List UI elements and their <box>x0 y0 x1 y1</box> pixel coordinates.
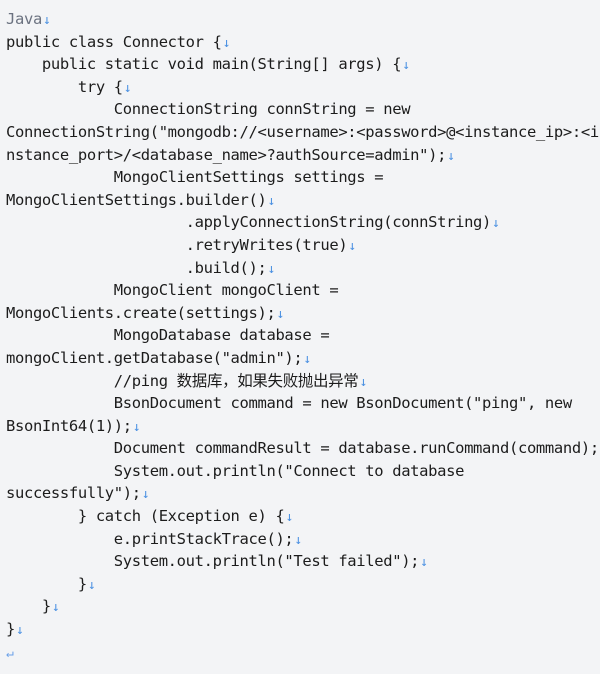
code-line-text: ConnectionString("mongodb://<username>:<… <box>6 122 599 141</box>
code-line: //ping 数据库，如果失败抛出异常↓ <box>6 370 594 393</box>
code-line: .applyConnectionString(connString)↓ <box>6 211 594 234</box>
code-line: }↓ <box>6 595 594 618</box>
line-break-icon: ↓ <box>294 532 302 548</box>
code-line-text: mongoClient.getDatabase("admin"); <box>6 348 303 367</box>
code-line-text: } <box>6 574 87 593</box>
code-line-text: } <box>6 597 51 616</box>
code-line-text: ConnectionString connString = new <box>6 100 411 119</box>
code-line: MongoClientSettings.builder()↓ <box>6 189 594 212</box>
code-line-text: MongoClientSettings.builder() <box>6 190 267 209</box>
line-break-icon: ↓ <box>15 623 24 639</box>
code-line: }↓ <box>6 618 594 641</box>
line-break-icon: ↓ <box>267 261 275 277</box>
code-line: }↓ <box>6 573 594 596</box>
code-line-text: nstance_port>/<database_name>?authSource… <box>6 145 447 164</box>
code-line: .build();↓ <box>6 257 594 280</box>
code-line: System.out.println("Test failed");↓ <box>6 550 594 573</box>
code-line-text: BsonDocument command = new BsonDocument(… <box>6 394 572 413</box>
code-line: mongoClient.getDatabase("admin");↓ <box>6 347 594 370</box>
line-break-icon: ↓ <box>87 577 96 593</box>
code-line-text: System.out.println("Connect to database <box>6 461 465 480</box>
code-line-text: .retryWrites(true) <box>6 235 348 254</box>
code-line: .retryWrites(true)↓ <box>6 234 594 257</box>
code-line-text: MongoClient mongoClient = <box>6 281 339 300</box>
code-line-text: public static void main(String[] args) { <box>6 55 402 74</box>
code-line: MongoDatabase database = <box>6 324 594 347</box>
language-label: Java↓ <box>6 8 594 31</box>
code-line: System.out.println("Connect to database <box>6 460 594 483</box>
code-lines: public class Connector {↓ public static … <box>6 31 600 641</box>
line-break-icon: ↓ <box>51 600 60 616</box>
line-break-icon: ↓ <box>267 193 275 209</box>
code-line-text: successfully"); <box>6 484 141 503</box>
line-break-icon: ↓ <box>402 58 410 74</box>
code-line-text: .applyConnectionString(connString) <box>6 213 492 232</box>
paragraph-end: ↵ <box>6 641 594 664</box>
paragraph-mark-icon: ↵ <box>6 645 14 661</box>
code-line-text: .build(); <box>6 258 267 277</box>
code-line-text: MongoDatabase database = <box>6 326 330 345</box>
line-break-icon: ↓ <box>132 419 141 435</box>
code-line-text: MongoClientSettings settings = <box>6 168 384 187</box>
line-break-icon: ↓ <box>447 148 455 164</box>
code-line: try {↓ <box>6 76 594 99</box>
line-break-icon: ↓ <box>276 306 284 322</box>
code-line-text: Document commandResult = database.runCom… <box>6 439 599 458</box>
line-break-icon: ↓ <box>222 35 231 51</box>
code-line: Document commandResult = database.runCom… <box>6 437 600 460</box>
code-line: public class Connector {↓ <box>6 31 594 54</box>
line-break-icon: ↓ <box>348 238 356 254</box>
code-line: ConnectionString("mongodb://<username>:<… <box>6 121 600 144</box>
line-break-icon: ↓ <box>285 510 293 526</box>
code-line-text: } <box>6 620 15 639</box>
code-line-text: BsonInt64(1)); <box>6 416 132 435</box>
code-line: MongoClient mongoClient = <box>6 279 594 302</box>
line-break-icon: ↓ <box>420 555 428 571</box>
code-line-text: } catch (Exception e) { <box>6 507 285 526</box>
code-line: } catch (Exception e) {↓ <box>6 505 594 528</box>
code-line-text: public class Connector { <box>6 32 222 51</box>
code-line: BsonInt64(1));↓ <box>6 415 594 438</box>
code-line: nstance_port>/<database_name>?authSource… <box>6 144 594 167</box>
language-label-text: Java <box>6 10 42 28</box>
code-line: BsonDocument command = new BsonDocument(… <box>6 392 594 415</box>
code-line: ConnectionString connString = new <box>6 98 594 121</box>
line-break-icon: ↓ <box>359 374 367 390</box>
code-line: MongoClients.create(settings);↓ <box>6 302 594 325</box>
code-line-text: //ping 数据库，如果失败抛出异常 <box>6 371 359 390</box>
line-break-icon: ↓ <box>42 13 51 28</box>
line-break-icon: ↓ <box>303 351 311 367</box>
code-line-text: System.out.println("Test failed"); <box>6 552 420 571</box>
code-line-text: MongoClients.create(settings); <box>6 303 276 322</box>
code-line: e.printStackTrace();↓ <box>6 528 594 551</box>
code-line: successfully");↓ <box>6 482 594 505</box>
line-break-icon: ↓ <box>141 487 150 503</box>
code-line: public static void main(String[] args) {… <box>6 53 594 76</box>
line-break-icon: ↓ <box>123 80 132 96</box>
line-break-icon: ↓ <box>492 216 500 232</box>
code-line-text: e.printStackTrace(); <box>6 529 294 548</box>
code-line: MongoClientSettings settings = <box>6 166 594 189</box>
code-line-text: try { <box>6 77 123 96</box>
